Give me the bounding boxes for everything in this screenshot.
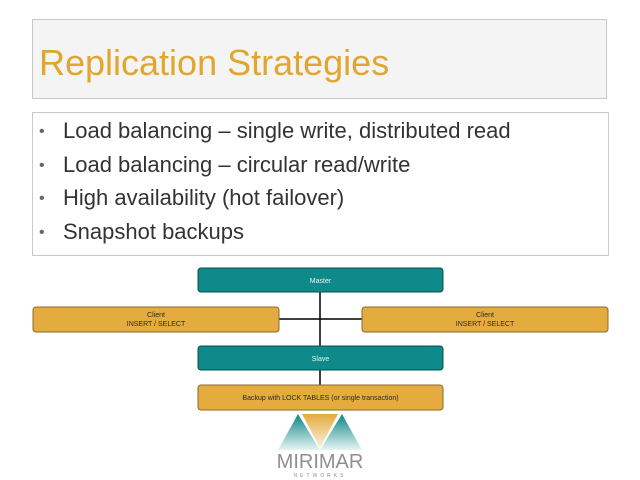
logo-subtitle: NETWORKS [293, 473, 347, 479]
bullet-dot-icon: • [39, 190, 45, 207]
bullet-text: Load balancing – circular read/write [63, 151, 411, 177]
backup-box [197, 384, 444, 411]
bullet-dot-icon: • [39, 123, 45, 140]
title-box: Replication Strategies [32, 19, 607, 99]
logo-mark-icon [278, 414, 362, 450]
bullet-item: • High availability (hot failover) [39, 182, 511, 216]
bullet-item: • Snapshot backups [39, 216, 511, 250]
slave-node: Slave [197, 345, 444, 371]
backup-label: Backup with LOCK TABLES (or single trans… [242, 395, 398, 402]
master-box [197, 267, 444, 293]
master-label: Master [310, 278, 332, 285]
client-left-box [32, 306, 280, 333]
bullet-item: • Load balancing – circular read/write [39, 149, 511, 183]
master-node: Master [197, 267, 444, 293]
bullet-text: High availability (hot failover) [63, 185, 345, 210]
bullet-list: • Load balancing – single write, distribu… [39, 115, 511, 249]
slave-box [197, 345, 444, 371]
client-left-title: Client [147, 312, 165, 319]
client-right-box [361, 306, 609, 333]
logo-wordmark: MIRIMAR [276, 451, 364, 473]
slide-title: Replication Strategies [39, 42, 390, 83]
client-right-detail: INSERT / SELECT [456, 321, 515, 328]
client-right-title: Client [476, 312, 494, 319]
bullet-item: • Load balancing – single write, distribu… [39, 115, 511, 149]
bullet-dot-icon: • [39, 156, 45, 174]
backup-node: Backup with LOCK TABLES (or single trans… [197, 384, 444, 411]
slave-label: Slave [312, 356, 330, 363]
bullet-dot-icon: • [39, 223, 45, 241]
bullet-text: Load balancing – single write, distribut… [63, 118, 511, 143]
bullet-text: Snapshot backups [63, 218, 245, 244]
client-right-node: Client INSERT / SELECT [361, 306, 609, 333]
mirimar-logo: MIRIMAR NETWORKS [268, 410, 372, 479]
bullet-box: • Load balancing – single write, distribu… [32, 112, 609, 256]
client-left-node: Client INSERT / SELECT [32, 306, 280, 333]
client-left-detail: INSERT / SELECT [127, 321, 186, 328]
